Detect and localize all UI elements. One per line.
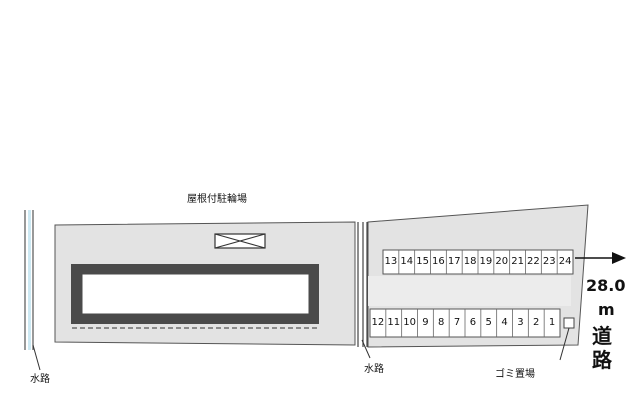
- waterway-left-leader: [32, 344, 41, 371]
- waterway-center-label: 水路: [364, 364, 384, 375]
- parking-stall-number: 24: [558, 256, 572, 267]
- waterway-left-label: 水路: [30, 374, 50, 385]
- parking-stall-number: 10: [403, 317, 416, 328]
- road-width-unit: m: [598, 300, 615, 319]
- parking-stall-number: 17: [447, 256, 461, 267]
- parking-stall-number: 7: [453, 317, 461, 328]
- parking-stall-number: 20: [495, 256, 509, 267]
- parking-stall-number: 3: [517, 317, 524, 328]
- parking-dividers-top: [398, 250, 558, 274]
- parking-stall-number: 9: [422, 317, 429, 328]
- parking-stall-number: 2: [533, 317, 540, 328]
- parking-stall-number: 13: [384, 256, 398, 267]
- parking-stall-number: 6: [469, 317, 477, 328]
- driveway: [368, 276, 571, 306]
- building: [71, 264, 319, 329]
- parking-stall-number: 8: [438, 317, 445, 328]
- parking-stall-number: 19: [479, 256, 493, 267]
- parking-stall-number: 16: [432, 256, 445, 267]
- parking-stall-number: 5: [485, 317, 492, 328]
- parking-stall-number: 14: [400, 256, 414, 267]
- road-char-2: 路: [592, 348, 612, 372]
- bicycle-parking-symbol: [214, 233, 266, 249]
- parking-stall-number: 12: [371, 317, 385, 328]
- road-width-value: 28.0: [586, 276, 626, 295]
- parking-stall-number: 23: [542, 256, 556, 267]
- waterway-center-leader: [361, 339, 371, 359]
- parking-stall-number: 4: [501, 317, 508, 328]
- parking-stall-number: 18: [463, 256, 477, 267]
- parking-dividers-bottom: [385, 309, 545, 337]
- garbage-area-box: [563, 317, 575, 329]
- garbage-area-label: ゴミ置場: [495, 369, 535, 380]
- parking-stall-number: 11: [387, 317, 401, 328]
- garbage-leader: [559, 327, 570, 361]
- road-char-1: 道: [592, 324, 612, 348]
- parking-stall-number: 1: [548, 317, 556, 328]
- parking-stall-number: 21: [511, 256, 524, 267]
- parking-stall-number: 15: [416, 256, 429, 267]
- bicycle-parking-label: 屋根付駐輪場: [187, 194, 247, 205]
- waterway-center: [357, 222, 368, 347]
- parking-stall-number: 22: [527, 256, 540, 267]
- waterway-left: [24, 210, 34, 350]
- road-arrow: [575, 252, 626, 264]
